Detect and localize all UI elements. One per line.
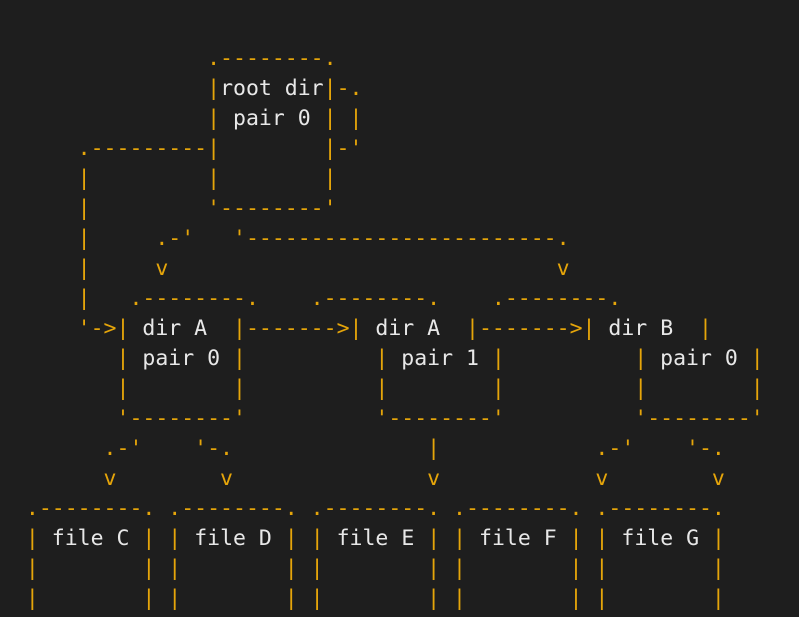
ascii-line: | | | <box>0 166 337 191</box>
node-label: pair 1 <box>401 346 479 371</box>
box-border: | <box>0 346 143 371</box>
node-label: root dir <box>220 76 324 101</box>
ascii-line: | '--------' <box>0 196 337 221</box>
ascii-line: | | | | | | | | | | <box>0 586 725 611</box>
node-label: pair 0 <box>660 346 738 371</box>
ascii-line: .--------. <box>0 46 337 71</box>
ascii-line: | .--------. .--------. .--------. <box>0 286 622 311</box>
box-border: |------->| <box>440 316 609 341</box>
box-border: | | <box>414 526 479 551</box>
ascii-art-block: .--------. |root dir|-. | pair 0 | | .--… <box>0 14 764 617</box>
ascii-line: | .-' '------------------------. <box>0 226 570 251</box>
box-border: | | <box>556 526 622 551</box>
box-border: | | <box>220 346 402 371</box>
box-border: | <box>737 346 764 371</box>
box-border: '->| <box>0 316 143 341</box>
node-label: file G <box>621 526 700 551</box>
box-border: |------->| <box>207 316 376 341</box>
ascii-line: .--------. .--------. .--------. .------… <box>0 496 725 521</box>
ascii-line: |root dir|-. <box>0 74 764 104</box>
ascii-line: .---------| |-' <box>0 136 363 161</box>
box-border: | <box>0 526 52 551</box>
box-border: | | <box>310 106 363 131</box>
box-border: | | <box>478 346 661 371</box>
box-border: | <box>0 76 221 101</box>
box-border: | | <box>129 526 195 551</box>
node-label: file C <box>51 526 130 551</box>
node-label: file D <box>194 526 272 551</box>
node-label: pair 0 <box>233 106 311 131</box>
box-border: | <box>0 106 233 131</box>
box-border: | | <box>271 526 337 551</box>
box-border: | <box>673 316 712 341</box>
ascii-line: | file C | | file D | | file E | | file … <box>0 524 764 554</box>
node-label: file E <box>336 526 415 551</box>
ascii-line: '--------' '--------' '--------' <box>0 406 764 431</box>
ascii-line: | v v <box>0 256 570 281</box>
ascii-line: .-' '-. | .-' '-. <box>0 436 725 461</box>
ascii-line: | pair 0 | | <box>0 104 764 134</box>
ascii-line <box>0 14 764 44</box>
node-label: dir A <box>142 316 208 341</box>
ascii-line: | | | | | | <box>0 376 764 401</box>
ascii-line: '->| dir A |------->| dir A |------->| d… <box>0 314 764 344</box>
ascii-line: v v v v v <box>0 466 725 491</box>
node-label: pair 0 <box>142 346 221 371</box>
node-label: file F <box>479 526 557 551</box>
box-border: |-. <box>323 76 363 101</box>
ascii-line: | pair 0 | | pair 1 | | pair 0 | <box>0 344 764 374</box>
box-border: | <box>699 526 725 551</box>
node-label: dir B <box>608 316 674 341</box>
ascii-line: | | | | | | | | | | <box>0 556 725 581</box>
node-label: dir A <box>375 316 441 341</box>
